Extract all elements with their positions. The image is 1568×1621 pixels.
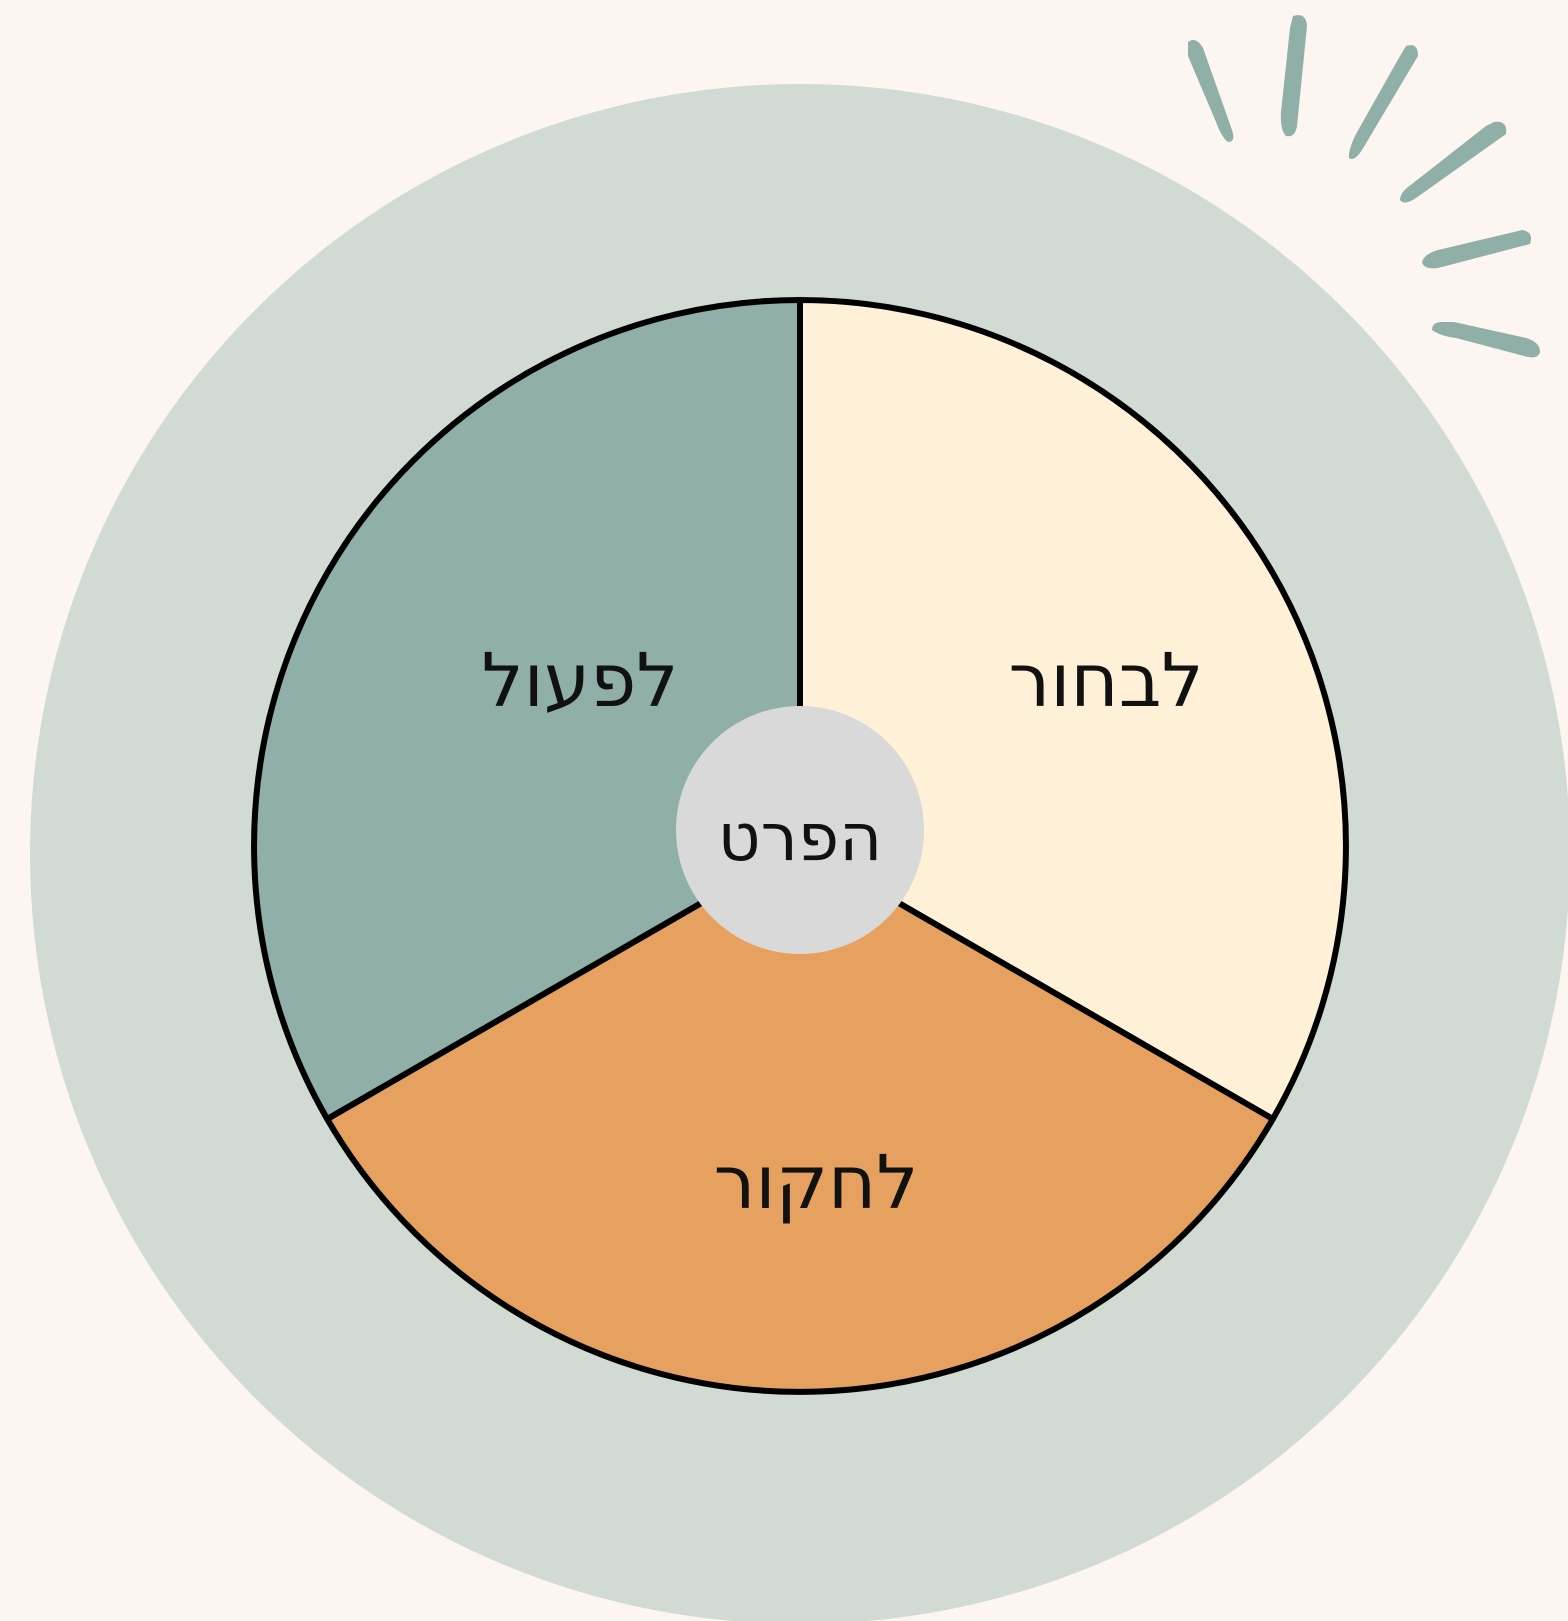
- sparkle-stroke: [1432, 322, 1540, 357]
- sparkle-stroke: [1281, 15, 1307, 136]
- segment-label-explore: לחקור: [714, 1140, 919, 1226]
- segment-label-act: לפעול: [482, 638, 679, 724]
- center-label: הפרט: [718, 799, 882, 876]
- segment-label-choose: לבחור: [1008, 638, 1203, 724]
- sparkle-stroke: [1349, 45, 1418, 159]
- sparkle-stroke: [1188, 40, 1233, 142]
- sparkle-stroke: [1422, 230, 1531, 268]
- sparkle-stroke: [1400, 122, 1506, 203]
